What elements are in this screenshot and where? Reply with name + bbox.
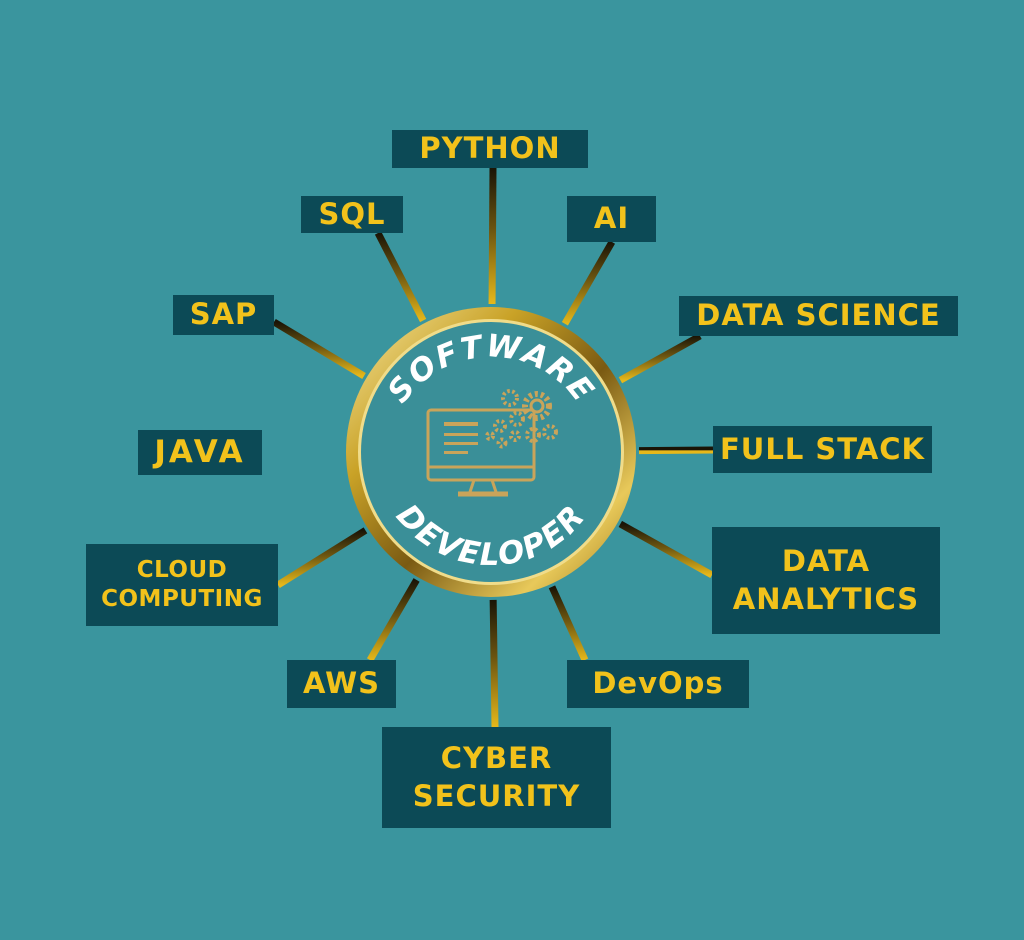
- spoke-ai: [561, 240, 616, 326]
- hub-circle: SOFTWARE DEVELOPER: [346, 307, 636, 597]
- node-java: JAVA: [138, 430, 262, 475]
- node-label: DevOps: [592, 666, 724, 701]
- node-data-analytics: DATA ANALYTICS: [712, 527, 940, 634]
- node-label: AWS: [302, 666, 380, 701]
- spoke-python: [488, 167, 497, 305]
- spoke-sap: [272, 318, 366, 379]
- spoke-cyber: [489, 599, 499, 728]
- node-cloud-computing: CLOUD COMPUTING: [86, 544, 278, 626]
- node-full-stack: FULL STACK: [713, 426, 932, 473]
- spoke-aws: [366, 578, 420, 662]
- node-label: AI: [593, 201, 630, 236]
- monitor-with-gears-icon: [426, 389, 558, 497]
- node-label: CLOUD COMPUTING: [101, 556, 263, 612]
- node-sql: SQL: [301, 196, 403, 233]
- node-python: PYTHON: [392, 130, 588, 168]
- node-label: JAVA: [154, 433, 246, 470]
- spoke-sql: [374, 231, 427, 323]
- node-sap: SAP: [173, 295, 274, 335]
- spoke-cloud: [276, 527, 368, 588]
- spoke-devops: [548, 585, 589, 662]
- node-cyber-security: CYBER SECURITY: [382, 727, 611, 828]
- node-label: PYTHON: [419, 131, 561, 166]
- node-label: DATA SCIENCE: [696, 298, 941, 333]
- node-aws: AWS: [287, 660, 396, 708]
- node-label: FULL STACK: [719, 431, 926, 466]
- spoke-fs: [638, 446, 714, 455]
- node-label: SQL: [318, 196, 386, 231]
- spoke-ds: [618, 332, 702, 384]
- node-label: SAP: [189, 297, 258, 332]
- spoke-da: [618, 520, 714, 579]
- node-ai: AI: [567, 196, 656, 242]
- node-devops: DevOps: [567, 660, 749, 708]
- node-label: DATA ANALYTICS: [732, 544, 920, 616]
- node-label: CYBER SECURITY: [412, 741, 581, 813]
- node-data-science: DATA SCIENCE: [679, 296, 958, 336]
